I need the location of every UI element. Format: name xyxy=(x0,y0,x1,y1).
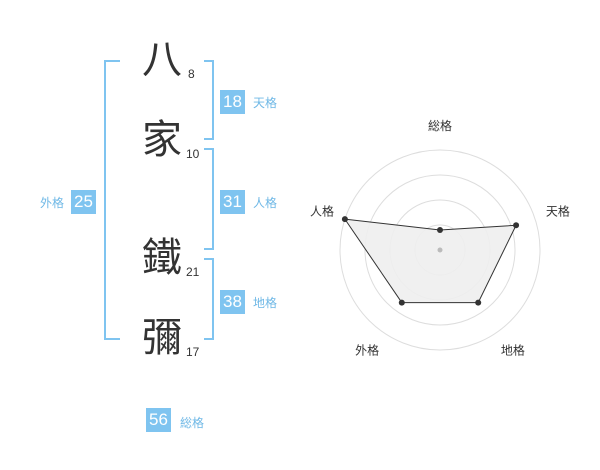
gaikaku-bracket xyxy=(104,60,106,340)
tenkaku-bracket xyxy=(212,60,214,140)
stroke-count-4: 17 xyxy=(186,345,200,359)
name-char-1: 八 xyxy=(142,37,182,83)
chikaku-bracket-bottom xyxy=(204,338,214,340)
radar-point xyxy=(475,299,482,306)
name-char-3: 鐵 xyxy=(142,235,182,281)
stroke-count-3: 21 xyxy=(186,265,200,279)
tenkaku-bracket-bottom xyxy=(204,138,214,140)
gaikaku-label: 外格 xyxy=(40,196,65,210)
gaikaku-value: 25 xyxy=(71,190,96,214)
stroke-count-2: 10 xyxy=(186,147,200,161)
gaikaku-bracket-bottom xyxy=(104,338,120,340)
radar-point xyxy=(437,227,443,233)
jinkaku-bracket-top xyxy=(204,148,214,150)
name-char-4: 彌 xyxy=(142,315,182,361)
jinkaku-bracket xyxy=(212,148,214,250)
tenkaku-value: 18 xyxy=(220,90,245,114)
chikaku-bracket xyxy=(212,258,214,340)
chikaku-bracket-top xyxy=(204,258,214,260)
jinkaku-bracket-bottom xyxy=(204,248,214,250)
radar-axis-label: 人格 xyxy=(310,204,334,219)
radar-point xyxy=(341,216,348,223)
radar-point xyxy=(398,299,405,306)
radar-axis-label: 地格 xyxy=(501,342,525,357)
soukaku-label: 総格 xyxy=(180,416,205,430)
radar-center-dot xyxy=(437,247,443,253)
radar-grid-ring xyxy=(339,149,541,351)
soukaku-value: 56 xyxy=(146,408,171,432)
radar-axis-label: 総格 xyxy=(428,118,452,133)
radar-axis-label: 天格 xyxy=(546,204,570,219)
radar-axis-label: 外格 xyxy=(355,342,379,357)
radar-point xyxy=(513,222,520,229)
jinkaku-label: 人格 xyxy=(253,196,278,210)
gaikaku-bracket-top xyxy=(104,60,120,62)
name-char-2: 家 xyxy=(142,117,182,163)
radar-grid-ring xyxy=(364,174,516,326)
tenkaku-bracket-top xyxy=(204,60,214,62)
chikaku-value: 38 xyxy=(220,290,245,314)
chikaku-label: 地格 xyxy=(253,296,278,310)
stroke-count-1: 8 xyxy=(188,67,195,81)
radar-series-area xyxy=(343,218,517,304)
tenkaku-label: 天格 xyxy=(253,96,278,110)
jinkaku-value: 31 xyxy=(220,190,245,214)
